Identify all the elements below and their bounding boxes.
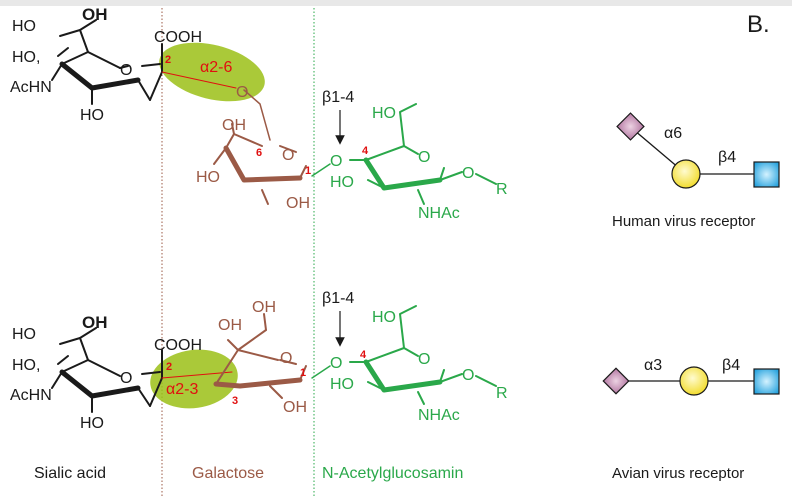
- glc-ho-top-b: HO: [372, 309, 396, 326]
- panel-label: B.: [747, 11, 770, 38]
- glc-ho-top: HO: [372, 105, 396, 122]
- human-receptor-symbol: α6 β4 Human virus receptor: [612, 112, 780, 230]
- sialic-ring-top: [51, 19, 237, 105]
- sialic-ring-bottom: [51, 327, 233, 413]
- glc-ring-o: O: [418, 149, 430, 166]
- gal-ring-o: O: [282, 147, 294, 164]
- caption-sialic-acid: Sialic acid: [34, 465, 106, 482]
- human-receptor-caption: Human virus receptor: [612, 213, 755, 230]
- caption-galactose: Galactose: [192, 465, 264, 482]
- human-link-beta4: β4: [718, 149, 736, 166]
- human-link-alpha6: α6: [664, 125, 682, 142]
- glc-o-right: O: [462, 165, 474, 182]
- gal-ho: HO: [196, 169, 220, 186]
- sialic-carbon-2: 2: [165, 54, 171, 66]
- glc-o-left: O: [330, 153, 342, 170]
- sialic-ho-1: HO: [12, 18, 36, 35]
- caption-glcnac: N-Acetylglucosamin: [322, 465, 463, 482]
- avian-receptor-caption: Avian virus receptor: [612, 465, 744, 482]
- beta-label-bottom: β1-4: [322, 290, 354, 307]
- bottom-structure: OH HO HO, AcHN HO O COOH 2 α2-3 3 OH OH: [10, 290, 508, 432]
- beta-label-top: β1-4: [322, 89, 354, 106]
- gal-c1-b: 1: [300, 367, 306, 379]
- sialic-cooh-b: COOH: [154, 337, 202, 354]
- glc-o-right-b: O: [462, 367, 474, 384]
- avian-link-beta4: β4: [722, 357, 740, 374]
- glc-o-left-b: O: [330, 355, 342, 372]
- sialic-ring-o: O: [120, 62, 132, 79]
- gal-oh-2: OH: [286, 195, 310, 212]
- gal-link-o: O: [236, 84, 248, 101]
- glc-c4: 4: [362, 145, 369, 157]
- glc-ho-left-b: HO: [330, 376, 354, 393]
- sialic-ho-2-b: HO,: [12, 357, 40, 374]
- glc-nhac: NHAc: [418, 205, 460, 222]
- sialic-carbon-2-b: 2: [166, 361, 172, 373]
- galactose-circle-icon: [671, 159, 701, 189]
- glc-r: R: [496, 181, 508, 198]
- gal-c1: 1: [305, 165, 311, 177]
- gal-carbon-3: 3: [232, 395, 238, 407]
- glc-r-b: R: [496, 385, 508, 402]
- glc-ring-o-b: O: [418, 351, 430, 368]
- galactose-circle-icon: [679, 366, 709, 396]
- sialic-acid-diamond-icon: [602, 367, 630, 395]
- bond-label-top: α2-6: [200, 59, 232, 76]
- sialic-achn: AcHN: [10, 79, 52, 96]
- sialic-ho-1-b: HO: [12, 326, 36, 343]
- highlight-ellipse-top: [159, 42, 265, 102]
- gal-ring-o-b: O: [280, 350, 292, 367]
- glc-nhac-b: NHAc: [418, 407, 460, 424]
- glcnac-square-icon: [753, 368, 780, 395]
- galactose-ring-top: [213, 89, 307, 205]
- sialic-oh-top: OH: [82, 5, 108, 24]
- galactose-ring-bottom: [213, 313, 307, 399]
- gal-oh-1-b: OH: [218, 317, 242, 334]
- sialic-ho-bottom-b: HO: [80, 415, 104, 432]
- highlight-ellipse-bottom: [150, 349, 238, 409]
- bond-label-bottom: α2-3: [166, 381, 198, 398]
- glc-c4-b: 4: [360, 349, 367, 361]
- gal-oh-1: OH: [222, 117, 246, 134]
- top-structure: OH HO HO, AcHN HO O COOH 2 α2-6 O OH 6: [10, 5, 508, 222]
- sialic-ring-o-b: O: [120, 370, 132, 387]
- sialic-achn-b: AcHN: [10, 387, 52, 404]
- gal-oh-2-b: OH: [252, 299, 276, 316]
- sialic-acid-diamond-icon: [616, 112, 645, 141]
- avian-receptor-symbol: α3 β4 Avian virus receptor: [602, 357, 780, 482]
- gal-c6: 6: [256, 147, 262, 159]
- gal-oh-bottom-b: OH: [283, 399, 307, 416]
- top-border: [0, 0, 792, 6]
- glcnac-square-icon: [753, 161, 780, 188]
- sialic-cooh: COOH: [154, 29, 202, 46]
- glcnac-ring-bottom: [311, 305, 497, 405]
- sialic-oh-top-b: OH: [82, 313, 108, 332]
- sialic-ho-2: HO,: [12, 49, 40, 66]
- sialic-ho-bottom: HO: [80, 107, 104, 124]
- glcnac-ring-top: [311, 103, 497, 205]
- glc-ho-left: HO: [330, 174, 354, 191]
- avian-link-alpha3: α3: [644, 357, 662, 374]
